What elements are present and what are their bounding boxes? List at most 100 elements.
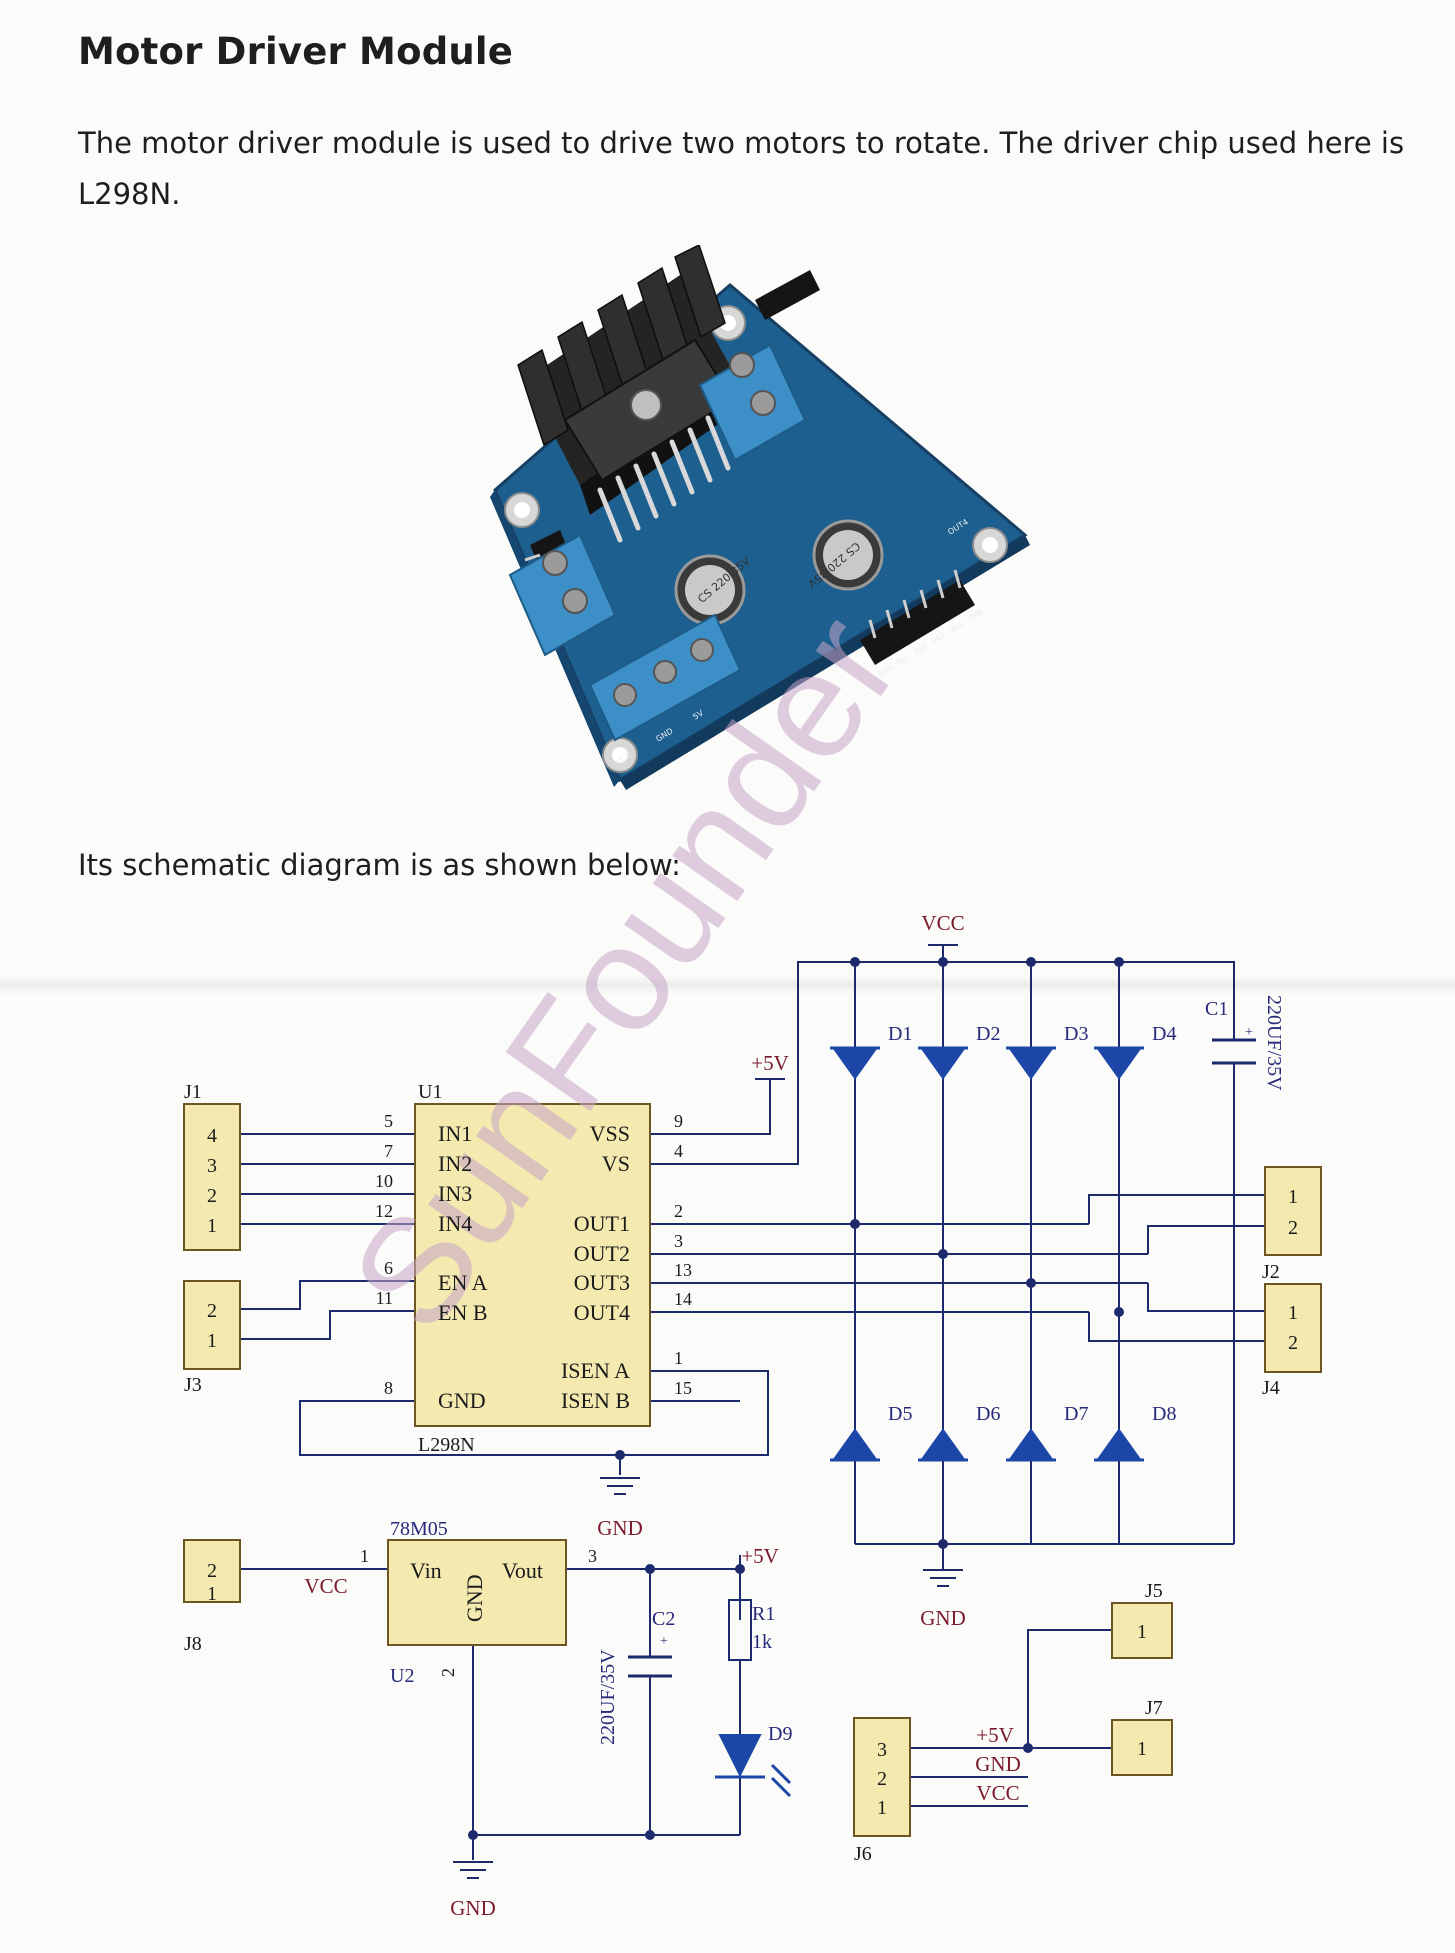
j7-pin: 1: [1137, 1738, 1147, 1760]
connector-j6: [853, 1717, 911, 1837]
diode-d5: [833, 1428, 877, 1459]
j6-pin: 1: [877, 1797, 887, 1819]
pin-num: 11: [376, 1288, 393, 1308]
j1-pin: 2: [207, 1185, 217, 1207]
pin-num: 4: [674, 1141, 683, 1161]
diode-d1: [833, 1049, 877, 1080]
pin-num: 1: [674, 1348, 683, 1368]
r1-label: R1: [752, 1603, 775, 1625]
paper-fold-crease: [0, 976, 1455, 996]
chip-ref: U1: [418, 1081, 442, 1103]
regulator-gnd: GND: [462, 1574, 487, 1622]
c1-value: 220UF/35V: [1263, 995, 1285, 1091]
pin-num: 7: [384, 1141, 393, 1161]
connector-j4: [1264, 1283, 1322, 1373]
d2-label: D2: [976, 1023, 1000, 1045]
j6-net-5v: +5V: [976, 1723, 1014, 1747]
chip-l298n: [414, 1103, 651, 1427]
pin-out3-label: OUT3: [574, 1270, 630, 1295]
j6-pin: 2: [877, 1768, 887, 1790]
diode-d9: [718, 1734, 762, 1778]
connector-j5: [1111, 1602, 1173, 1659]
j3-ref: J3: [184, 1374, 202, 1396]
regulator-pin3: 3: [588, 1546, 597, 1566]
j2-pin: 1: [1288, 1186, 1298, 1208]
j1-pin: 3: [207, 1155, 217, 1177]
gnd-net-label: GND: [597, 1516, 643, 1540]
c2-plus: +: [660, 1634, 668, 1649]
j3-pin: 1: [207, 1330, 217, 1352]
connector-j2: [1264, 1166, 1322, 1256]
page-title: Motor Driver Module: [78, 30, 514, 73]
plus5v-net-label: +5V: [741, 1544, 779, 1568]
j4-pin: 1: [1288, 1302, 1298, 1324]
regulator-pin2: 2: [438, 1668, 458, 1677]
r1-value: 1k: [752, 1631, 772, 1653]
connector-j3: [183, 1280, 241, 1370]
gnd-net-label: GND: [920, 1606, 966, 1630]
pin-num: 8: [384, 1378, 393, 1398]
j5-ref: J5: [1145, 1580, 1163, 1602]
plus5v-net-label: +5V: [751, 1051, 789, 1075]
pin-num: 14: [674, 1289, 692, 1309]
j8-ref: J8: [184, 1633, 202, 1655]
pin-in2-label: IN2: [438, 1151, 472, 1176]
pin-gnd-label: GND: [438, 1388, 486, 1413]
pin-num: 9: [674, 1111, 683, 1131]
d8-label: D8: [1152, 1403, 1176, 1425]
diode-d4: [1097, 1049, 1141, 1080]
regulator-vin: Vin: [410, 1558, 442, 1583]
j2-pin: 2: [1288, 1217, 1298, 1239]
d4-label: D4: [1152, 1023, 1176, 1045]
pin-out4-label: OUT4: [574, 1300, 630, 1325]
j6-net-vcc: VCC: [976, 1781, 1019, 1805]
diode-d2: [921, 1049, 965, 1080]
pin-num: 2: [674, 1201, 683, 1221]
chip-name: L298N: [418, 1434, 475, 1456]
motor-driver-board-photo: CS 220 35V CS 220 35V ENA IN1 IN2 IN3 IN…: [490, 245, 1030, 790]
schematic-caption: Its schematic diagram is as shown below:: [78, 848, 681, 882]
j6-ref: J6: [854, 1843, 872, 1865]
j6-pin: 3: [877, 1739, 887, 1761]
j8-net-label: VCC: [304, 1574, 347, 1598]
pin-out2-label: OUT2: [574, 1241, 630, 1266]
pin-num: 5: [384, 1111, 393, 1131]
pin-isenb-label: ISEN B: [561, 1388, 630, 1413]
diode-d3: [1009, 1049, 1053, 1080]
d1-label: D1: [888, 1023, 912, 1045]
d7-label: D7: [1064, 1403, 1088, 1425]
d9-label: D9: [768, 1723, 792, 1745]
pin-isena-label: ISEN A: [561, 1358, 630, 1383]
pin-ena-label: EN A: [438, 1270, 488, 1295]
j2-ref: J2: [1262, 1261, 1280, 1283]
diode-d7: [1009, 1428, 1053, 1459]
pin-out1-label: OUT1: [574, 1211, 630, 1236]
connector-j1: [183, 1103, 241, 1251]
j1-pin: 4: [207, 1125, 217, 1147]
pin-num: 3: [674, 1231, 683, 1251]
j1-ref: J1: [184, 1081, 202, 1103]
connector-j8: [183, 1539, 241, 1603]
regulator-part: 78M05: [390, 1518, 448, 1540]
gnd-net-label: GND: [450, 1896, 496, 1920]
regulator-78m05: [387, 1539, 567, 1646]
regulator-vout: Vout: [502, 1558, 543, 1583]
j8-pin: 2: [207, 1560, 217, 1582]
pin-num: 10: [375, 1171, 393, 1191]
j5-pin: 1: [1137, 1621, 1147, 1643]
j7-ref: J7: [1145, 1697, 1163, 1719]
pin-vs-label: VS: [602, 1151, 630, 1176]
pin-in1-label: IN1: [438, 1121, 472, 1146]
pin-in4-label: IN4: [438, 1211, 472, 1236]
pin-in3-label: IN3: [438, 1181, 472, 1206]
d5-label: D5: [888, 1403, 912, 1425]
c1-label: C1: [1205, 998, 1228, 1020]
d3-label: D3: [1064, 1023, 1088, 1045]
j6-net-gnd: GND: [975, 1752, 1021, 1776]
vcc-net-label: VCC: [921, 911, 964, 935]
intro-paragraph: The motor driver module is used to drive…: [78, 126, 1405, 211]
regulator-ref: U2: [390, 1665, 414, 1687]
c2-value: 220UF/35V: [597, 1649, 619, 1745]
j1-pin: 1: [207, 1215, 217, 1237]
